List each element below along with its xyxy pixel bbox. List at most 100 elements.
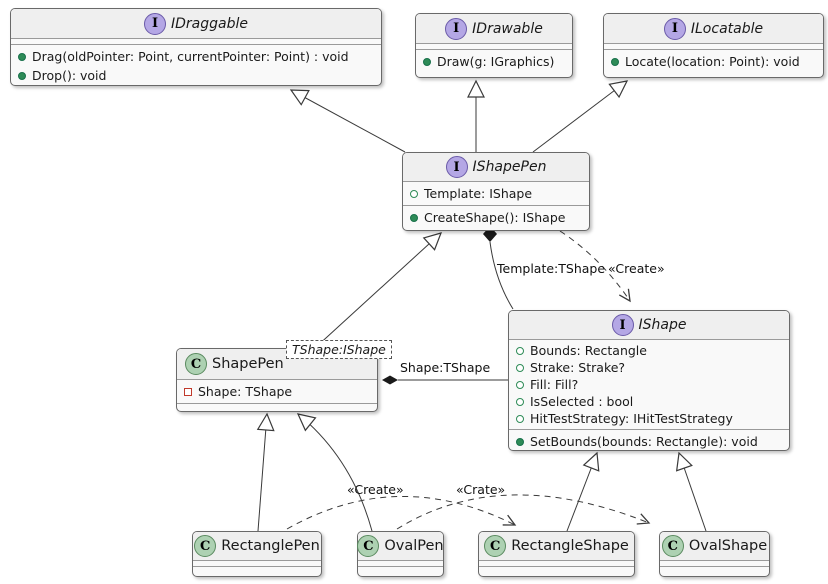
method-text: SetBounds(bounds: Rectangle): void [530, 434, 758, 449]
edge-rectangleshape-ishape [566, 451, 600, 532]
interface-icon: I [663, 17, 686, 40]
interface-icon-letter: I [151, 16, 159, 31]
public-method-icon [611, 57, 619, 66]
methods-compartment-empty [193, 567, 321, 576]
method-text: Locate(location: Point): void [625, 54, 800, 69]
class-ovalshape: C OvalShape [659, 531, 770, 577]
public-property-icon [516, 380, 524, 389]
class-icon: C [484, 535, 507, 557]
edge-label-crate: «Crate» [456, 482, 506, 497]
class-rectangleshape: C RectangleShape [478, 531, 635, 577]
public-property-icon [516, 363, 524, 372]
public-method-icon [516, 437, 524, 446]
class-icon-letter: C [190, 356, 202, 372]
methods-compartment: CreateShape(): IShape [403, 206, 589, 230]
class-icon: C [194, 535, 217, 557]
private-field-icon [184, 387, 192, 396]
interface-idrawable: I IDrawable Draw(g: IGraphics) [415, 13, 573, 78]
member-row: Shape: TShape [177, 382, 377, 401]
class-icon-letter: C [490, 538, 501, 554]
field-text: Fill: Fill? [530, 377, 579, 392]
class-rectangleshape-header: C RectangleShape [479, 532, 634, 561]
member-row: Bounds: Rectangle [509, 342, 789, 359]
methods-compartment-empty [358, 567, 443, 576]
class-name: ShapePen [212, 356, 284, 372]
fields-compartment-empty [660, 561, 769, 567]
method-text: Draw(g: IGraphics) [437, 54, 555, 69]
public-method-icon [18, 52, 26, 61]
interface-icon-letter: I [453, 159, 460, 175]
methods-compartment: Locate(location: Point): void [604, 50, 823, 77]
interface-ilocatable: I ILocatable Locate(location: Point): vo… [603, 13, 824, 78]
methods-compartment-empty [479, 567, 634, 576]
public-method-icon [410, 213, 418, 222]
method-text: Drag(oldPointer: Point, currentPointer: … [32, 49, 349, 64]
member-row: Draw(g: IGraphics) [416, 52, 572, 71]
class-rectanglepen: C RectanglePen [192, 531, 322, 577]
edge-ishapepen-idraggable [289, 89, 406, 153]
interface-icon: I [611, 314, 634, 336]
methods-compartment-empty [177, 404, 377, 411]
edge-ovalshape-ishape [675, 451, 707, 532]
fields-compartment-empty [11, 39, 381, 45]
methods-compartment: Drag(oldPointer: Point, currentPointer: … [11, 45, 381, 87]
fields-compartment: Bounds: Rectangle Strake: Strake? Fill: … [509, 340, 789, 430]
interface-name: ILocatable [690, 20, 764, 37]
fields-compartment-empty [193, 561, 321, 567]
methods-compartment: Draw(g: IGraphics) [416, 50, 572, 77]
public-method-icon [18, 71, 26, 80]
member-row: IsSelected : bool [509, 393, 789, 410]
public-property-icon [410, 189, 418, 198]
edge-ishapepen-ishape-create [559, 230, 631, 303]
field-text: IsSelected : bool [530, 394, 634, 409]
public-property-icon [516, 397, 524, 406]
interface-icon: I [445, 156, 468, 178]
interface-ishapepen: I IShapePen Template: IShape CreateShape… [402, 152, 590, 231]
field-text: Shape: TShape [198, 384, 293, 399]
field-text: Strake: Strake? [530, 360, 626, 375]
interface-icon: I [144, 12, 166, 35]
edge-ovalpen-shapepen [296, 413, 373, 532]
method-text: Drop(): void [32, 68, 107, 83]
method-text: CreateShape(): IShape [424, 210, 566, 225]
class-name: OvalPen [384, 538, 444, 554]
interface-name: IDrawable [472, 20, 543, 37]
interface-ishape: I IShape Bounds: Rectangle Strake: Strak… [508, 310, 790, 451]
member-row: Drop(): void [11, 66, 381, 85]
interface-icon: I [445, 17, 468, 40]
public-method-icon [423, 57, 431, 66]
member-row: HitTestStrategy: IHitTestStrategy [509, 410, 789, 427]
interface-idraggable-header: I IDraggable [11, 9, 381, 39]
interface-ishapepen-header: I IShapePen [403, 153, 589, 182]
class-icon-letter: C [667, 538, 679, 554]
edge-ovalpen-ovalshape-create [396, 494, 651, 530]
interface-name: IDraggable [171, 15, 248, 32]
edge-shapepen-ishapepen [314, 232, 442, 349]
member-row: Strake: Strake? [509, 359, 789, 376]
public-property-icon [516, 346, 524, 355]
methods-compartment: SetBounds(bounds: Rectangle): void [509, 430, 789, 453]
interface-name: IShapePen [472, 159, 547, 175]
template-parameter-box: TShape:IShape [286, 340, 392, 359]
class-rectanglepen-header: C RectanglePen [193, 532, 321, 561]
class-icon: C [661, 535, 684, 557]
methods-compartment-empty [660, 567, 769, 576]
class-ovalshape-header: C OvalShape [660, 532, 769, 561]
interface-idraggable: I IDraggable Drag(oldPointer: Point, cur… [10, 8, 382, 86]
member-row: Locate(location: Point): void [604, 52, 823, 71]
edge-label-shape: Shape:TShape [400, 360, 491, 375]
interface-idrawable-header: I IDrawable [416, 14, 572, 44]
member-row: Drag(oldPointer: Point, currentPointer: … [11, 47, 381, 66]
fields-compartment-empty [479, 561, 634, 567]
class-name: RectangleShape [511, 538, 629, 554]
edge-ishapepen-ilocatable [532, 80, 629, 153]
edge-ishapepen-ishape-composition [489, 241, 514, 310]
class-name: RectanglePen [221, 538, 320, 554]
fields-compartment-empty [358, 561, 443, 567]
class-icon-letter: C [363, 538, 374, 554]
member-row: Template: IShape [403, 184, 589, 203]
edge-label-create-top: «Create» [608, 261, 665, 276]
class-ovalpen: C OvalPen [357, 531, 444, 577]
